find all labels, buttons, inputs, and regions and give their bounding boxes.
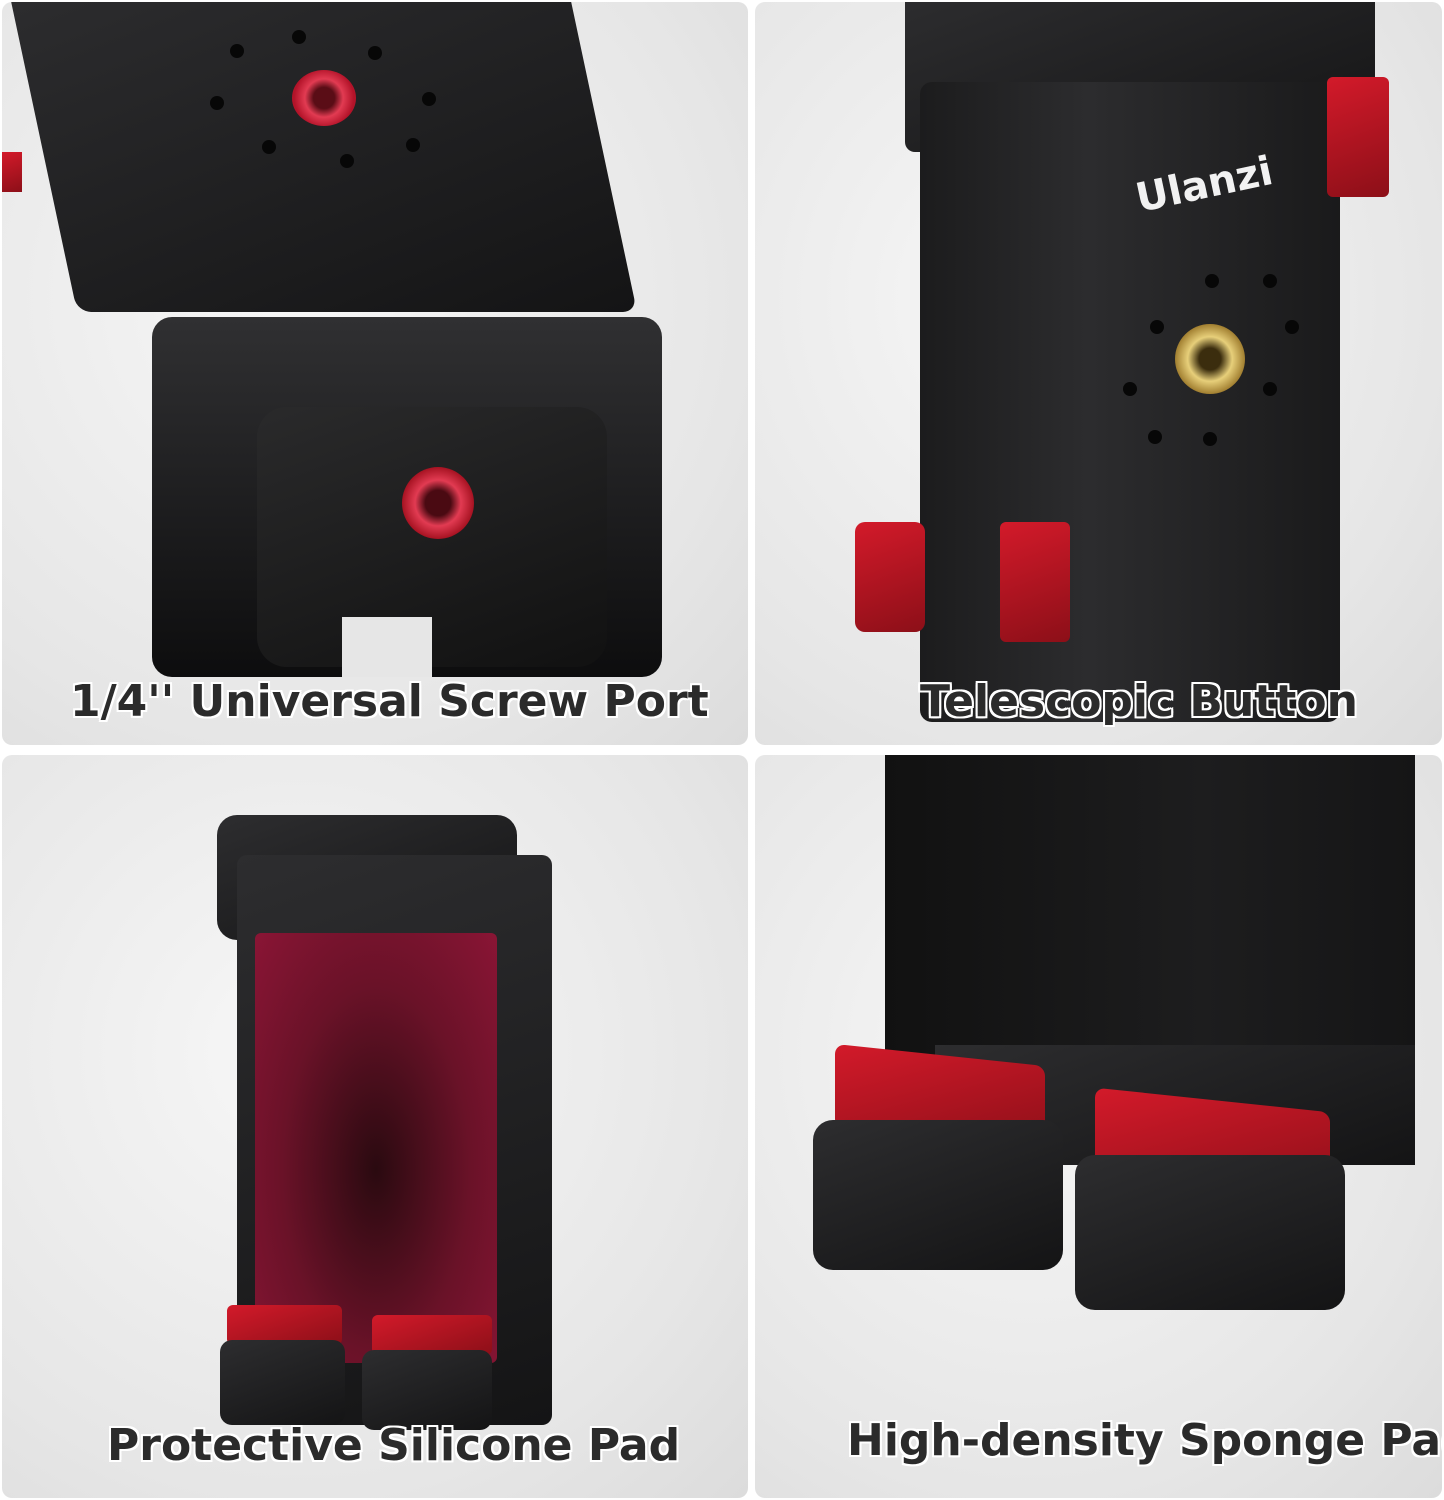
panel-sponge-pad: High-density Sponge Pad — [755, 755, 1442, 1498]
caption: 1/4'' Universal Screw Port — [70, 676, 709, 727]
screw-port-bottom — [402, 467, 474, 539]
telescopic-button — [1000, 522, 1070, 642]
grip-right — [372, 1315, 492, 1355]
holder-body — [6, 2, 638, 312]
panel-telescopic-button: Ulanzi Telescopic Button — [755, 2, 1442, 745]
panel-silicone-pad: Protective Silicone Pad — [2, 755, 748, 1498]
grip-pad — [855, 522, 925, 632]
holder-body — [885, 755, 1415, 1100]
panel-screw-port: 1/4'' Universal Screw Port — [2, 2, 748, 745]
caption: High-density Sponge Pad — [847, 1415, 1442, 1466]
silicone-pad — [255, 933, 497, 1363]
side-clip — [2, 152, 22, 192]
grip-left — [227, 1305, 342, 1345]
caption: Protective Silicone Pad — [107, 1420, 681, 1471]
side-button — [1327, 77, 1389, 197]
brass-screw-port — [1175, 324, 1245, 394]
holder-body — [920, 82, 1340, 722]
screw-port-top — [292, 70, 356, 126]
caption: Telescopic Button — [920, 676, 1358, 727]
